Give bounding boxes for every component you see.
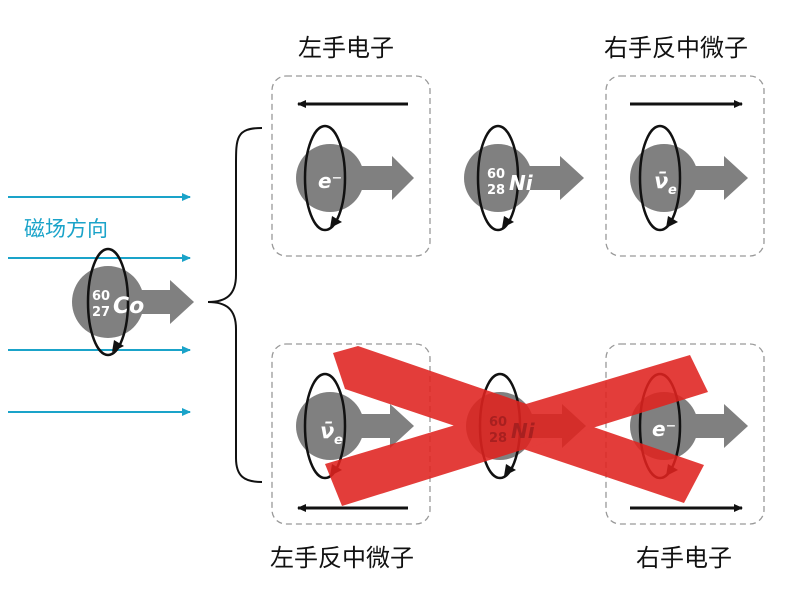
bottom-nickel-mass: 60 xyxy=(489,415,507,430)
forbidden-bar-2 xyxy=(325,355,708,506)
bottom-right-caption: 右手电子 xyxy=(636,544,732,572)
cobalt-mass-number: 60 xyxy=(92,289,110,304)
top-electron-symbol: e⁻ xyxy=(318,169,342,193)
top-antineutrino-symbol: ν̄ xyxy=(654,169,668,193)
field-direction-label: 磁场方向 xyxy=(24,217,108,241)
cobalt-nucleus: 60 27 Co xyxy=(72,247,194,357)
top-right-caption: 右手反中微子 xyxy=(604,34,748,62)
top-antineutrino: ν̄ e xyxy=(630,124,748,232)
cobalt-atomic-number: 27 xyxy=(92,305,110,320)
bottom-nickel-symbol: Ni xyxy=(511,419,536,443)
cobalt-symbol: Co xyxy=(113,294,144,319)
top-right-box xyxy=(605,75,765,257)
forbidden-cross xyxy=(325,346,708,506)
bottom-nickel-atomic: 28 xyxy=(489,431,507,446)
branch-brace xyxy=(207,127,263,483)
top-nickel: 60 28 Ni xyxy=(464,124,584,232)
top-nickel-mass: 60 xyxy=(487,167,505,182)
top-nickel-symbol: Ni xyxy=(509,171,534,195)
bottom-antineutrino-subscript: e xyxy=(334,433,343,448)
top-nickel-atomic: 28 xyxy=(487,183,505,198)
top-left-box xyxy=(271,75,431,257)
top-electron: e⁻ xyxy=(296,124,414,232)
top-left-caption: 左手电子 xyxy=(298,34,394,62)
bottom-left-caption: 左手反中微子 xyxy=(270,544,414,572)
top-antineutrino-subscript: e xyxy=(668,183,677,198)
bottom-electron-symbol: e⁻ xyxy=(652,417,676,441)
bottom-left-box xyxy=(271,343,431,525)
bottom-antineutrino-symbol: ν̄ xyxy=(320,419,334,443)
bottom-antineutrino: ν̄ e xyxy=(296,372,414,480)
